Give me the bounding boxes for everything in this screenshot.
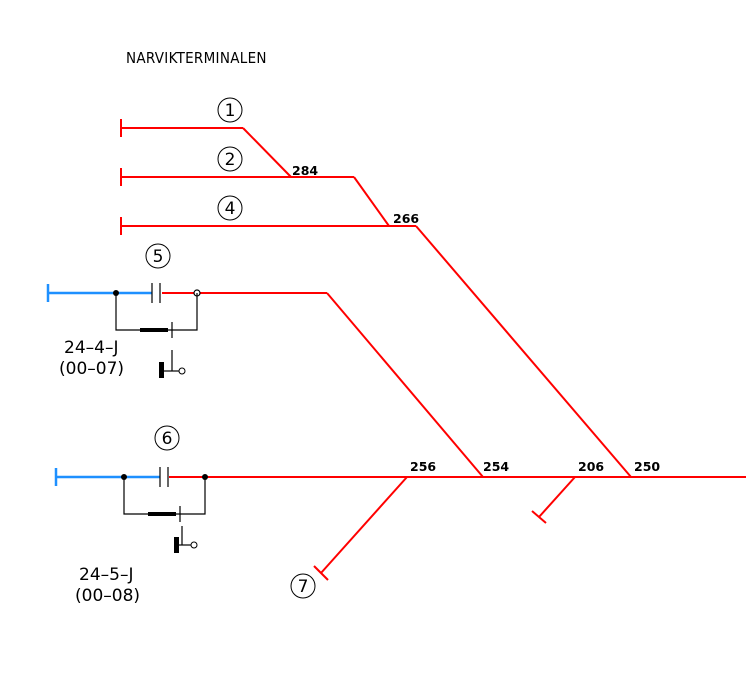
track-6 (54, 468, 746, 486)
track-1 (120, 119, 292, 178)
switch-284-label: 284 (292, 163, 318, 178)
spur-206 (531, 476, 576, 524)
switch-256-label: 256 (410, 459, 436, 474)
derail-signal-icon (159, 350, 186, 378)
device-24-4-j-id: 24–4–J (64, 338, 118, 358)
track-6-number: 6 (162, 429, 173, 449)
device-24-5-j-code: (00–08) (75, 586, 140, 606)
device-24-4-j: 24–4–J (00–07) (59, 338, 186, 379)
switch-266-label: 266 (393, 211, 419, 226)
device-24-4-j-code: (00–07) (59, 359, 124, 379)
track-1-number: 1 (225, 101, 236, 121)
track-2-marker: 2 (217, 146, 243, 172)
track-6-marker: 6 (154, 425, 180, 451)
track-5-marker: 5 (145, 243, 171, 269)
track-4 (120, 217, 632, 478)
switch-206-label: 206 (578, 459, 604, 474)
derail-signal-icon (174, 526, 198, 553)
station-title: NARVIKTERMINALEN (126, 49, 267, 67)
track-6-insulated-joint (121, 467, 208, 522)
track-5-insulated-joint (113, 283, 201, 338)
switch-250-label: 250 (634, 459, 660, 474)
track-5-number: 5 (153, 247, 164, 267)
track-7-branch (313, 476, 408, 581)
switch-254-label: 254 (483, 459, 509, 474)
track-1-marker: 1 (217, 97, 243, 123)
track-2-number: 2 (225, 150, 236, 170)
track-2 (120, 168, 390, 227)
track-5 (46, 284, 484, 478)
track-7-number: 7 (298, 577, 309, 597)
device-24-5-j-id: 24–5–J (79, 565, 133, 585)
track-4-number: 4 (225, 199, 236, 219)
track-4-marker: 4 (217, 195, 243, 221)
device-24-5-j: 24–5–J (00–08) (75, 526, 198, 606)
track-7-marker: 7 (290, 573, 316, 599)
